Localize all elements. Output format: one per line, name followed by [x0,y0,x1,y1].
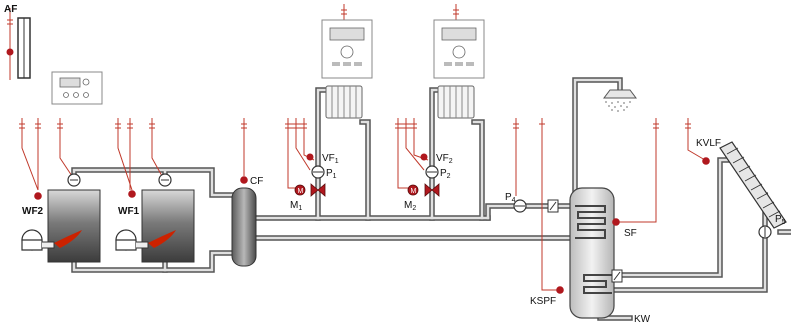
shower-head-icon [603,89,637,112]
p4-label: P4 [505,192,516,204]
p1-label: P1 [326,168,337,180]
vf2-label: VF2 [436,153,453,165]
kvlf-label: KVLF [696,138,721,149]
flame-icon [148,230,176,248]
circuit-1-components: M [294,153,326,197]
kspf-label: KSPF [530,296,556,307]
radiator-1-icon [325,85,363,119]
flame-icon [54,230,82,248]
m2-label: M2 [404,200,416,212]
vf1-sensor-dot [306,153,314,161]
sensor-wires [9,4,706,291]
boiler-2-icon [21,173,101,263]
dhw-charging-components [513,199,559,213]
solar-collector-icon [702,141,787,239]
cf-label: CF [250,176,263,187]
kw-label: KW [634,314,651,325]
wf1-sensor-dot [128,190,136,198]
outdoor-sensor-af: AF [4,4,31,79]
vf2-sensor-dot [420,153,428,161]
m1-motor-letter: M [298,188,304,195]
vf1-label: VF1 [322,153,339,165]
sf-label: SF [624,228,637,239]
sf-sensor-dot [612,218,620,226]
radiator-2-icon [437,85,475,119]
af-label: AF [4,4,17,15]
wire-terminals [7,9,691,129]
kvlf-sensor-dot [702,157,710,165]
kspf-sensor-dot [556,286,564,294]
main-controller-icon [51,71,103,105]
m1-mixing-valve-icon [310,183,326,197]
room-controller-1-icon [321,19,373,79]
m1-label: M1 [290,200,302,212]
m2-mixing-valve-icon [424,183,440,197]
cf-sensor-dot [240,176,248,184]
boiler-1-icon [115,173,195,263]
m1-motor-icon [294,184,306,196]
circuit-2-components: M [407,153,440,197]
hydraulic-separator-icon [231,176,257,267]
wf1-label: WF1 [118,206,140,217]
p2-label: P2 [440,168,451,180]
m2-motor-letter: M [411,188,417,195]
p5-label: P5 [775,214,786,226]
room-controller-2-icon [433,19,485,79]
hot-water-tank-icon [556,187,623,319]
wf2-sensor-dot [34,192,42,200]
wf2-label: WF2 [22,206,44,217]
af-sensor-dot [6,48,14,56]
m2-motor-icon [407,184,419,196]
diagram-labels: WF2 WF1 CF VF1 P1 M1 VF2 P2 M2 P4 SF KSP… [22,138,786,325]
